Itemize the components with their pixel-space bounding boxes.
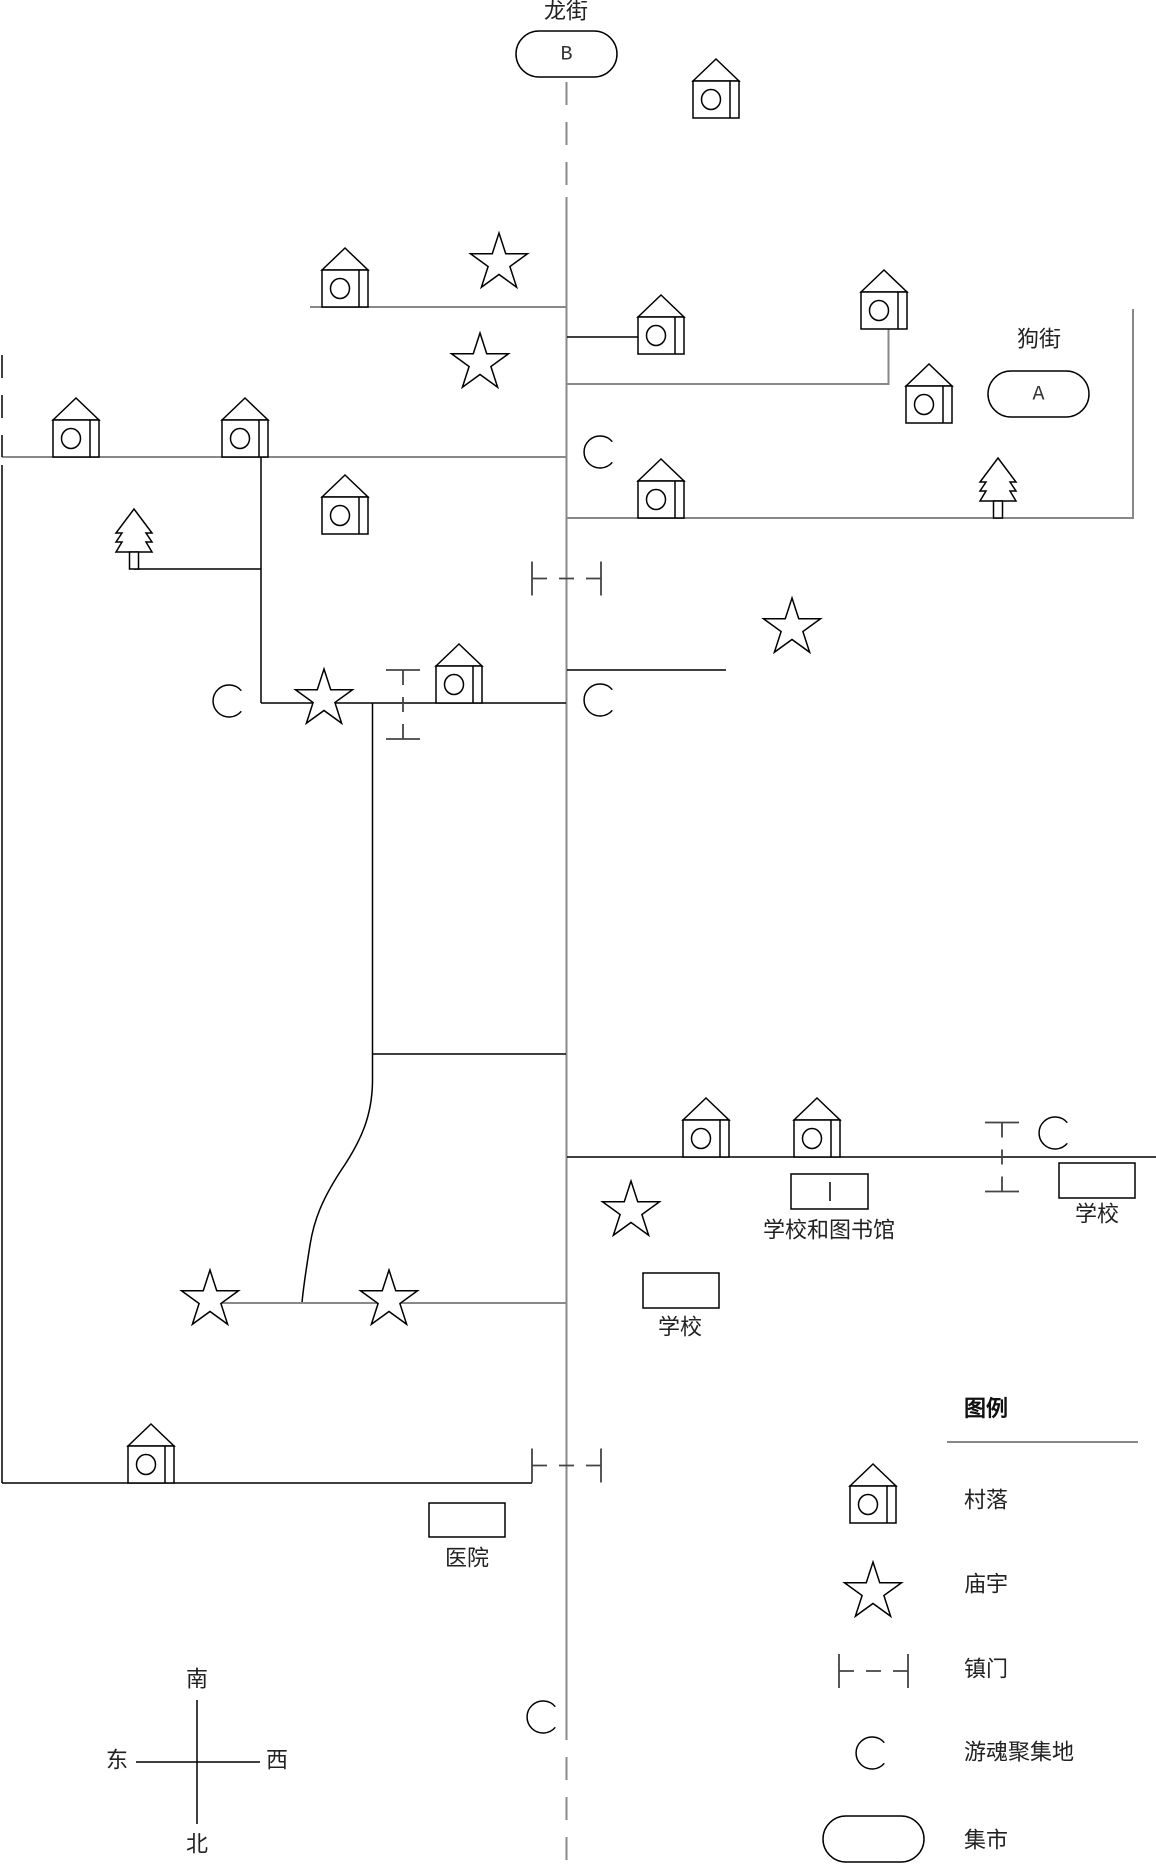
market-code-label: A — [1032, 384, 1044, 407]
facility-school-and-library: 学校和图书馆 — [763, 1173, 895, 1244]
temple-star-icon — [359, 1269, 419, 1326]
village-house-icon — [637, 458, 685, 519]
wandering-spirit-gathering-icon — [212, 684, 243, 718]
village-house-icon — [221, 397, 269, 458]
village-house-icon — [682, 1097, 730, 1158]
wandering-spirit-gathering-icon — [1038, 1116, 1069, 1150]
legend: 图例 村落 庙宇 镇门 游魂聚集地 集市 — [822, 1396, 1138, 1863]
temple-star-icon — [601, 1180, 661, 1237]
facility-hospital: 医院 — [428, 1502, 506, 1572]
market-pill-icon — [515, 30, 618, 78]
village-house-icon — [321, 474, 369, 535]
village-house-icon — [637, 294, 685, 355]
town-gate-icon — [838, 1653, 909, 1689]
compass-label-bottom: 北 — [186, 1833, 208, 1858]
market-name-label: 龙街 — [544, 0, 588, 25]
town-gate-icon — [385, 669, 421, 740]
village-house-icon — [435, 643, 483, 704]
village-house-icon — [52, 397, 100, 458]
wandering-spirit-gathering-icon — [855, 1736, 886, 1770]
compass-label-right: 西 — [266, 1749, 288, 1774]
temple-star-icon — [180, 1269, 240, 1326]
legend-item-market: 集市 — [822, 1815, 1008, 1863]
legend-item-label: 村落 — [964, 1489, 1008, 1514]
legend-item-label: 集市 — [964, 1829, 1008, 1854]
building-icon — [1058, 1162, 1136, 1199]
temple-star-icon — [294, 668, 354, 725]
legend-item-temple: 庙宇 — [843, 1561, 1008, 1618]
village-house-icon — [849, 1463, 897, 1524]
legend-item-village: 村落 — [849, 1463, 1008, 1524]
village-house-icon — [793, 1097, 841, 1158]
market-pill-icon — [987, 370, 1090, 418]
facility-label: 学校和图书馆 — [763, 1219, 895, 1244]
temple-star-icon — [469, 232, 529, 289]
legend-item-gate: 镇门 — [838, 1653, 1008, 1689]
compass: 南 东 西 北 — [106, 1668, 288, 1858]
temples — [180, 232, 822, 1326]
spirit-gathering-places — [212, 435, 1069, 1734]
building-icon — [642, 1272, 720, 1309]
market-dragon-street: 龙街 B — [515, 0, 618, 78]
legend-item-label: 镇门 — [964, 1658, 1008, 1683]
building-icon — [428, 1502, 506, 1538]
village-house-icon — [321, 247, 369, 308]
village-house-icon — [905, 363, 953, 424]
road-east-long — [567, 309, 1134, 519]
legend-title: 图例 — [964, 1396, 1008, 1422]
road-east-bend — [567, 329, 890, 385]
temple-star-icon — [762, 597, 822, 654]
compass-label-top: 南 — [186, 1668, 208, 1693]
tree-icon — [979, 457, 1017, 519]
facility-school-east: 学校 — [1058, 1162, 1136, 1228]
legend-item-label: 游魂聚集地 — [964, 1741, 1074, 1766]
facility-label: 学校 — [658, 1316, 702, 1341]
temple-star-icon — [843, 1561, 903, 1618]
market-pill-icon — [822, 1815, 925, 1863]
facility-label: 学校 — [1075, 1203, 1119, 1228]
wandering-spirit-gathering-icon — [583, 683, 614, 717]
market-code-label: B — [560, 44, 572, 67]
market-name-label: 狗街 — [1017, 328, 1061, 353]
wandering-spirit-gathering-icon — [526, 1700, 557, 1734]
compass-label-left: 东 — [106, 1749, 128, 1774]
facility-label: 医院 — [445, 1547, 489, 1572]
village-house-icon — [860, 269, 908, 330]
village-house-icon — [127, 1423, 175, 1484]
wandering-spirit-gathering-icon — [583, 435, 614, 469]
village-house-icon — [692, 58, 740, 119]
facility-school-center: 学校 — [642, 1272, 720, 1341]
temple-star-icon — [450, 332, 510, 389]
legend-item-spirit: 游魂聚集地 — [855, 1736, 1074, 1770]
tree-icon — [115, 508, 153, 570]
market-dog-street: 狗街 A — [987, 328, 1090, 418]
road-winding — [301, 703, 374, 1304]
legend-item-label: 庙宇 — [964, 1573, 1008, 1598]
